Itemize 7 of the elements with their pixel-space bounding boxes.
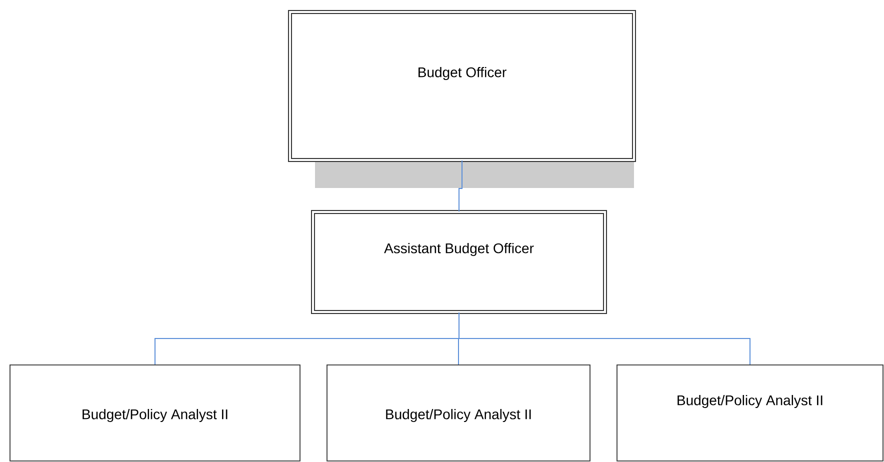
connector-line bbox=[458, 312, 750, 366]
position-box: Budget Officer bbox=[288, 10, 636, 162]
position-box: Budget/Policy Analyst II bbox=[616, 364, 884, 462]
position-box: Budget/Policy Analyst II bbox=[10, 364, 300, 462]
position-box: Assistant Budget Officer bbox=[311, 210, 607, 314]
connector-line bbox=[458, 160, 462, 212]
position-box: Budget/Policy Analyst II bbox=[326, 364, 590, 462]
